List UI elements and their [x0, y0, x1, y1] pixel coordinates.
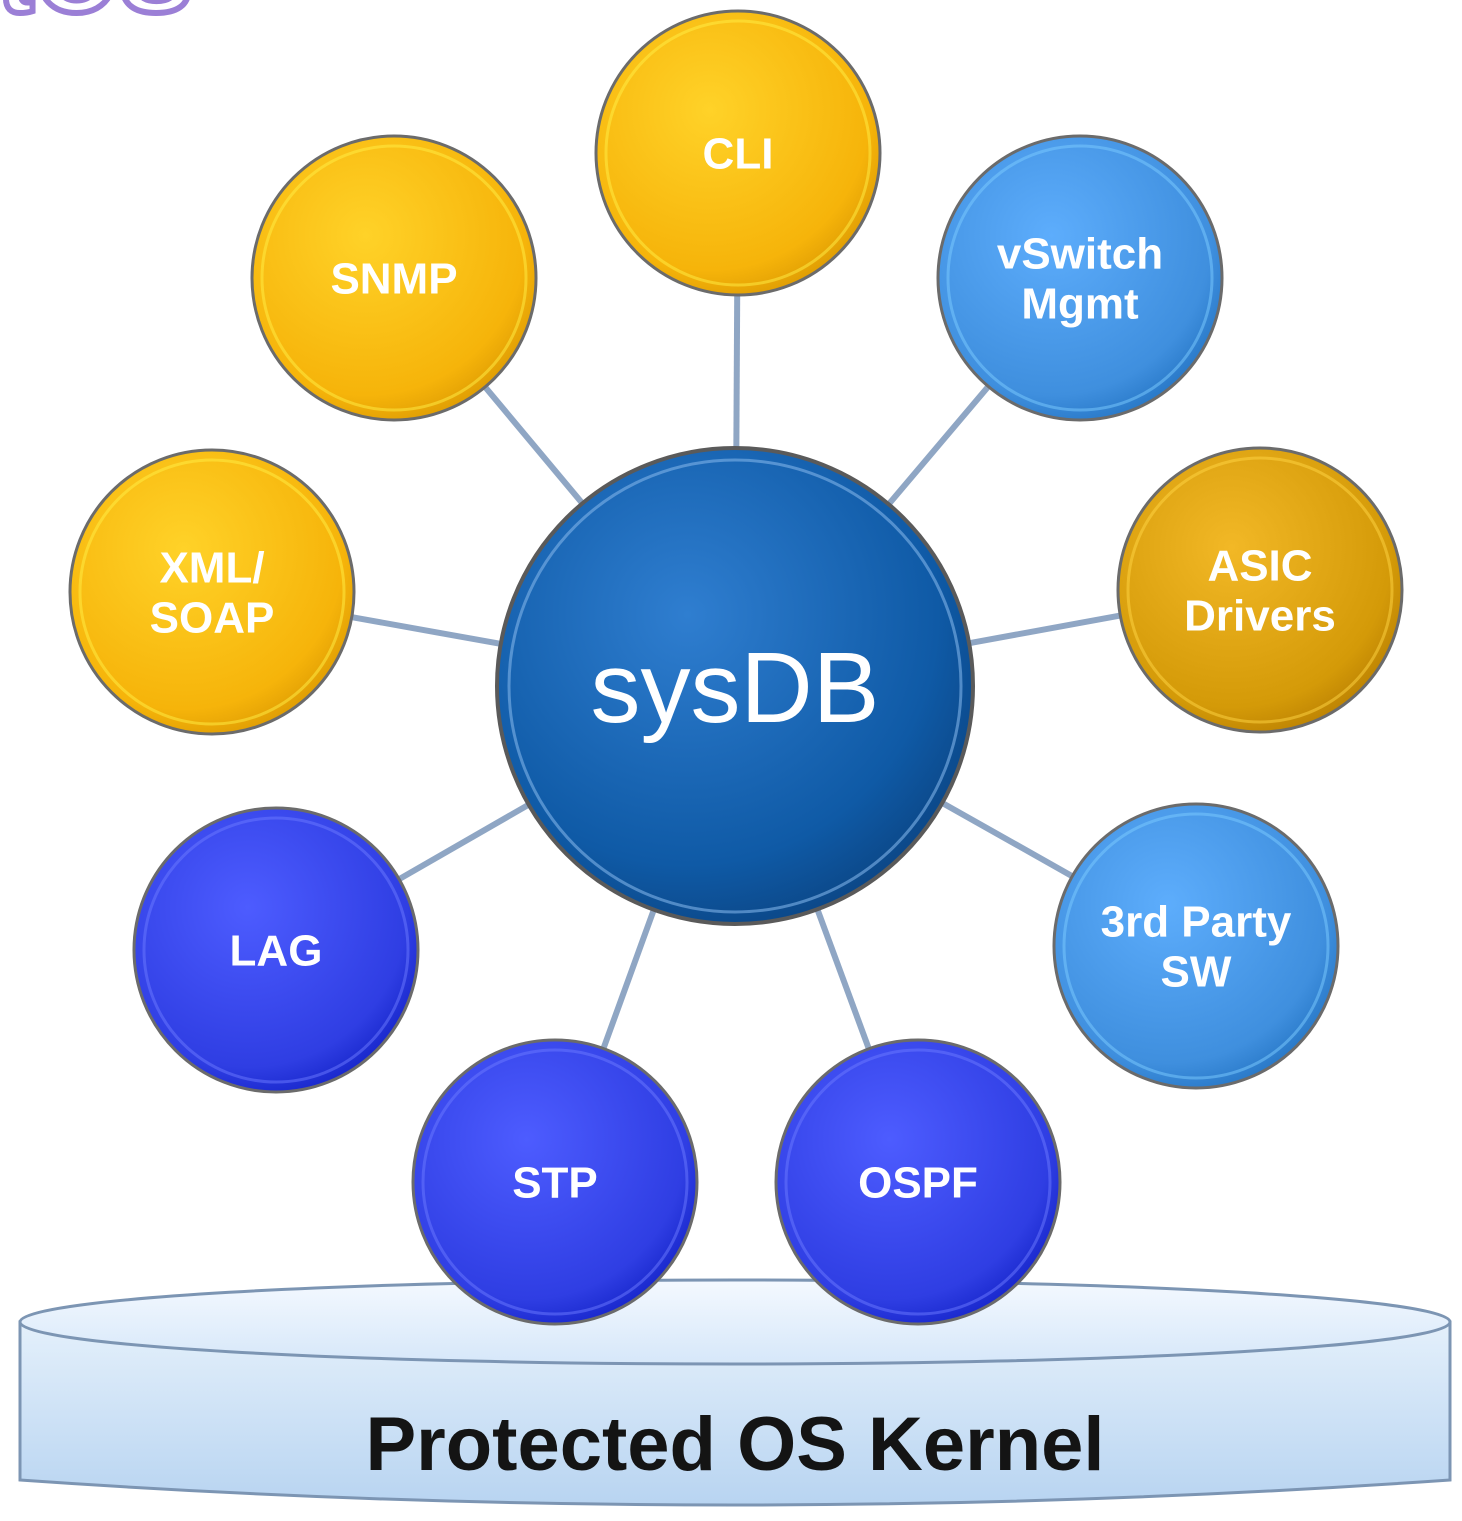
node-cli-circle	[594, 9, 882, 297]
node-xml-label-1: SOAP	[150, 593, 275, 642]
connector-cli	[733, 290, 741, 453]
node-thirdparty-highlight	[1062, 812, 1330, 1080]
node-thirdparty-label-0: 3rd Party	[1101, 897, 1292, 946]
node-ospf-circle	[774, 1038, 1062, 1326]
connector-snmp	[480, 381, 588, 509]
node-vswitch-highlight	[946, 144, 1214, 412]
sysdb-circle-highlight	[507, 458, 963, 914]
node-lag: LAG	[132, 806, 420, 1094]
node-ospf-highlight	[784, 1048, 1052, 1316]
node-lag-circle	[132, 806, 420, 1094]
kernel-base: Protected OS Kernel	[18, 1278, 1452, 1507]
node-lag-label-0: LAG	[230, 926, 323, 975]
sysdb-label: sysDB	[591, 632, 880, 744]
sysdb-node: sysDB	[495, 446, 975, 926]
node-asic-label-1: Drivers	[1184, 591, 1336, 640]
node-stp: STP	[411, 1038, 699, 1326]
kernel-label: Protected OS Kernel	[365, 1402, 1104, 1487]
connector-vswitch	[883, 381, 994, 510]
connector-lag	[394, 800, 534, 884]
node-snmp-circle	[250, 134, 538, 422]
node-xml-label-0: XML/	[159, 543, 264, 592]
kernel-base-body	[18, 1320, 1452, 1507]
node-vswitch-label-1: Mgmt	[1021, 279, 1139, 328]
connector-xml	[347, 613, 506, 648]
node-asic-circle	[1116, 446, 1404, 734]
node-xml-highlight	[78, 458, 346, 726]
connector-ospf	[813, 904, 874, 1054]
node-snmp: SNMP	[250, 134, 538, 422]
node-stp-highlight	[421, 1048, 689, 1316]
node-snmp-label-0: SNMP	[330, 254, 457, 303]
node-cli: CLI	[594, 9, 882, 297]
node-lag-highlight	[142, 816, 410, 1084]
node-asic-label-0: ASIC	[1207, 541, 1312, 590]
node-vswitch-circle	[936, 134, 1224, 422]
connector-asic	[964, 611, 1125, 647]
node-stp-label-0: STP	[512, 1158, 598, 1207]
connectors	[347, 290, 1125, 1054]
node-ospf-label-0: OSPF	[858, 1158, 978, 1207]
node-asic-highlight	[1126, 456, 1394, 724]
sysdb-circle	[495, 446, 975, 926]
node-cli-highlight	[604, 19, 872, 287]
node-xml: XML/SOAP	[68, 448, 356, 736]
logo-fragment: ntOS	[0, 0, 193, 36]
node-thirdparty-label-1: SW	[1161, 947, 1232, 996]
node-vswitch-label-0: vSwitch	[997, 229, 1163, 278]
node-stp-circle	[411, 1038, 699, 1326]
connector-thirdparty	[937, 798, 1078, 881]
node-snmp-highlight	[260, 144, 528, 412]
node-xml-circle	[68, 448, 356, 736]
kernel-base-top	[18, 1278, 1452, 1366]
node-ospf: OSPF	[774, 1038, 1062, 1326]
connector-stp	[599, 904, 658, 1054]
node-cli-label-0: CLI	[703, 129, 774, 178]
node-thirdparty-circle	[1052, 802, 1340, 1090]
